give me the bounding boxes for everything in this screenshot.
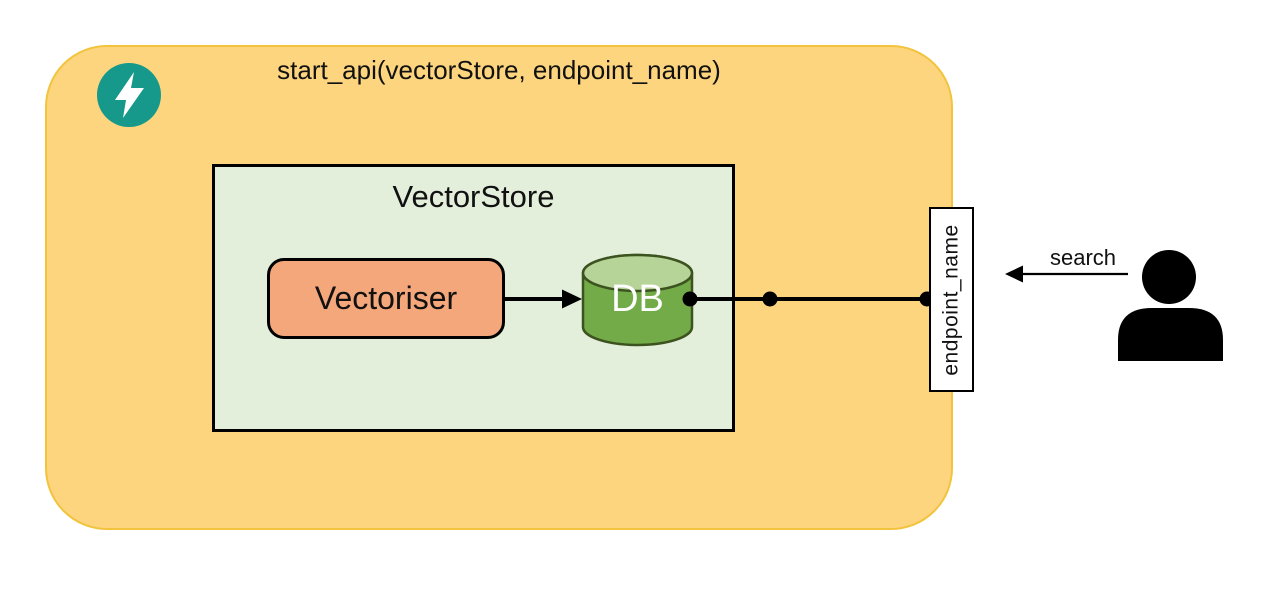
search-label: search [1049,245,1117,270]
vectoriser-node: Vectoriser [267,258,505,339]
lightning-bolt-icon [115,72,144,118]
vectoriser-label: Vectoriser [314,280,458,316]
vectorstore-label: VectorStore [392,179,555,214]
endpoint-port: endpoint_name [929,207,974,392]
diagram-title: start_api(vectorStore, endpoint_name) [277,55,721,85]
endpoint-label: endpoint_name [939,223,963,376]
db-label: DB [611,278,664,320]
lightning-badge [97,63,161,127]
user-body [1118,308,1223,361]
